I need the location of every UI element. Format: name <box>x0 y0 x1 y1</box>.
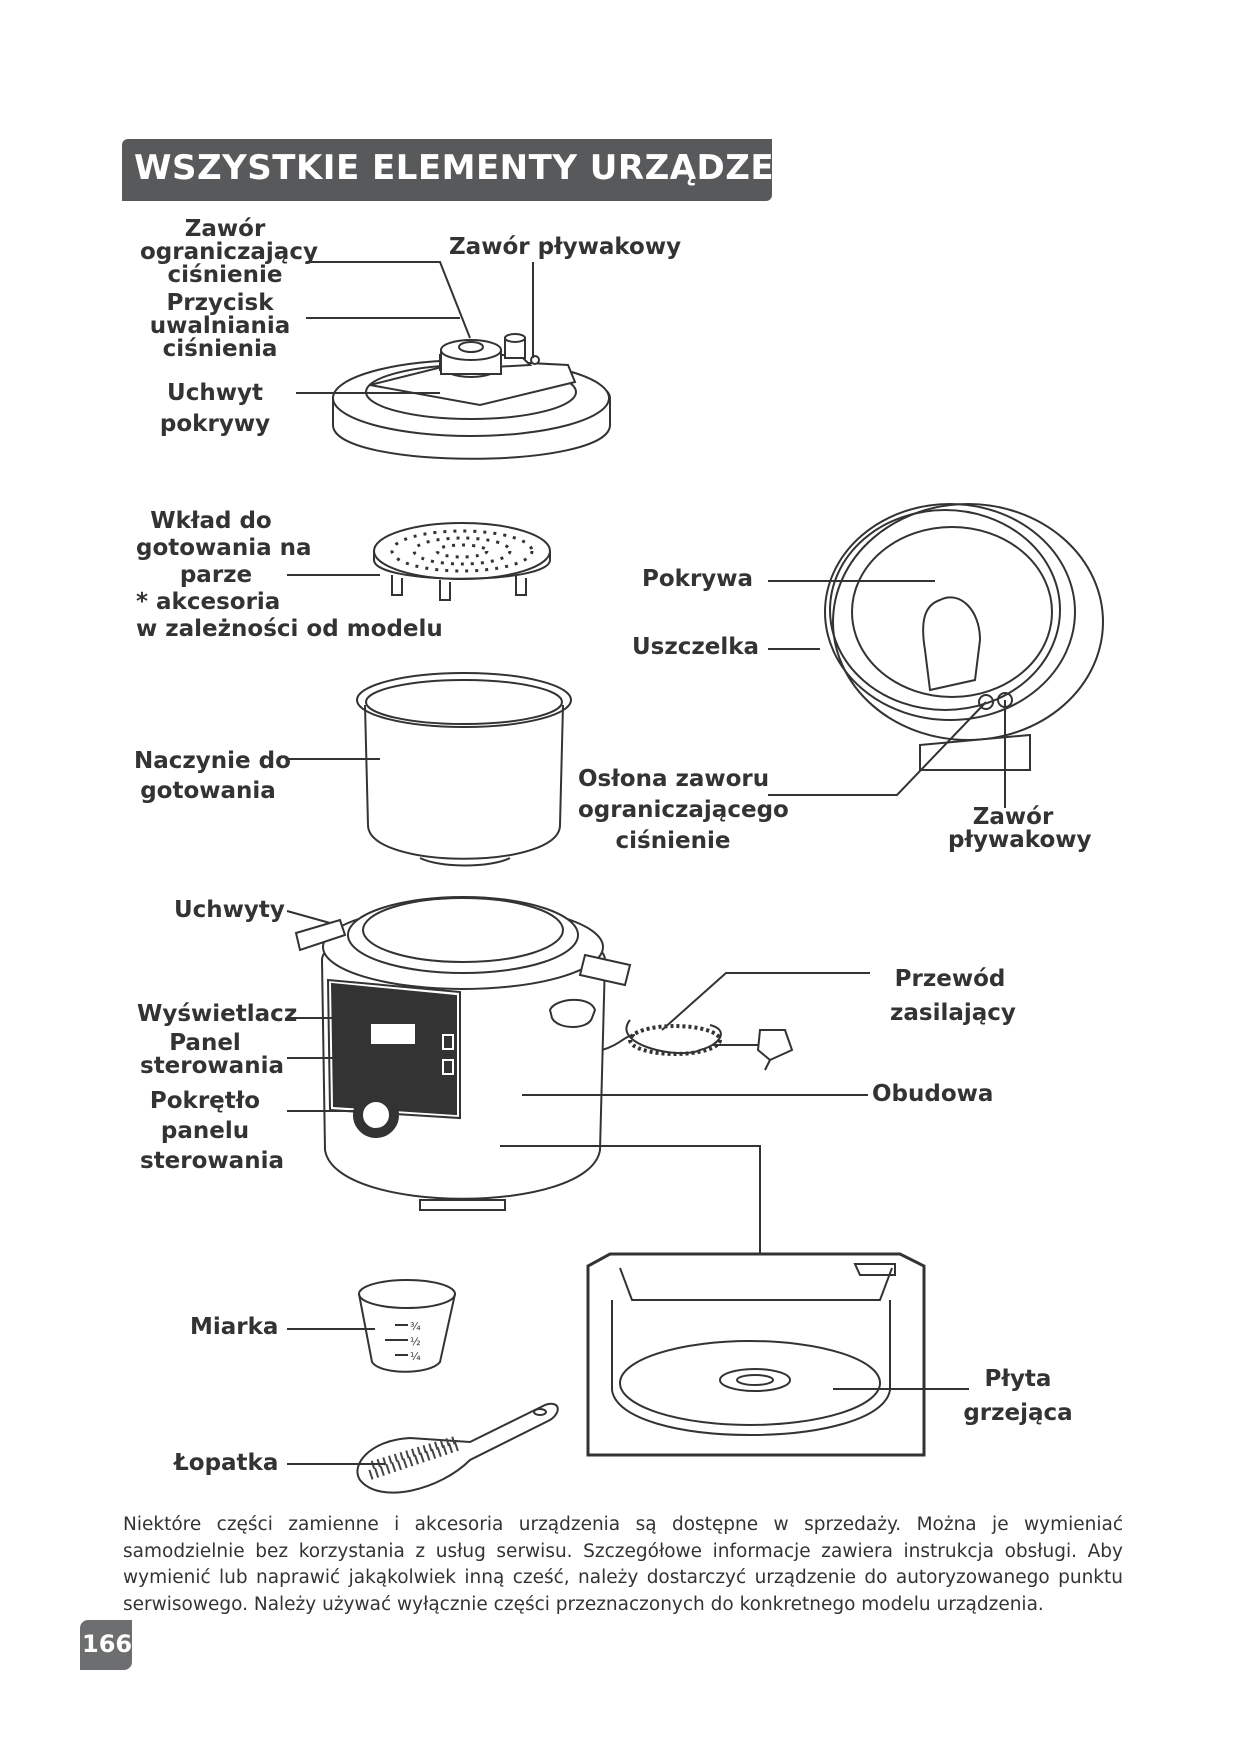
measuring-cup-illustration <box>358 1279 456 1373</box>
leader-pressure-valve <box>306 261 471 339</box>
label-measuring-cup: Miarka <box>190 1314 279 1340</box>
label-valve-cover: Osłona zaworu ograniczającego ciśnienie <box>578 766 789 854</box>
lid-underside-illustration <box>824 503 1104 771</box>
label-pressure-release-button: Przycisk uwalniania ciśnienia <box>149 290 291 362</box>
leader-heating-plate-connector <box>500 1145 761 1258</box>
leader-handles <box>286 910 331 924</box>
label-float-valve-top: Zawór pływakowy <box>449 234 682 260</box>
label-display: Wyświetlacz <box>137 1001 298 1027</box>
label-housing: Obudowa <box>872 1081 994 1107</box>
page-number: 166 <box>82 1630 133 1658</box>
leader-valve-cover <box>768 701 987 796</box>
heating-plate-illustration <box>586 1252 926 1457</box>
steam-basket-illustration <box>373 522 551 601</box>
leader-power-cord <box>661 972 870 1031</box>
label-spatula: Łopatka <box>174 1450 279 1476</box>
label-lid-handle: Uchwyt pokrywy <box>159 380 271 437</box>
cup-mark-1-4: ¼ <box>410 1350 421 1363</box>
label-gasket: Uszczelka <box>632 634 760 660</box>
label-float-valve-side: Zawór pływakowy <box>948 804 1092 853</box>
label-pressure-limiting-valve: Zawór ograniczający ciśnienie <box>140 216 318 288</box>
page-number-badge <box>80 1620 132 1670</box>
title-bar <box>122 139 772 201</box>
lid-illustration <box>332 333 611 460</box>
power-cord-illustration <box>601 1019 794 1071</box>
label-power-cord: Przewód zasilający <box>890 966 1016 1026</box>
cup-mark-3-4: ¾ <box>410 1320 421 1333</box>
label-lid: Pokrywa <box>642 566 754 592</box>
cooking-bowl-illustration <box>356 672 572 867</box>
label-heating-plate: Płyta grzejąca <box>963 1366 1073 1426</box>
label-control-panel: Panel sterowania <box>140 1030 284 1079</box>
footer-note: Niektóre części zamienne i akcesoria urz… <box>123 1514 1123 1615</box>
label-handles: Uchwyty <box>174 897 285 923</box>
label-knob: Pokrętło panelu sterowania <box>140 1088 284 1174</box>
label-steam-basket: Wkład do gotowania na parze * akcesoria … <box>136 508 443 642</box>
cup-mark-1-2: ½ <box>410 1335 421 1348</box>
spatula-illustration <box>356 1402 559 1494</box>
page-title: WSZYSTKIE ELEMENTY URZĄDZENIA <box>134 148 844 188</box>
label-cooking-bowl: Naczynie do gotowania <box>134 748 291 804</box>
main-body-illustration <box>294 896 632 1211</box>
